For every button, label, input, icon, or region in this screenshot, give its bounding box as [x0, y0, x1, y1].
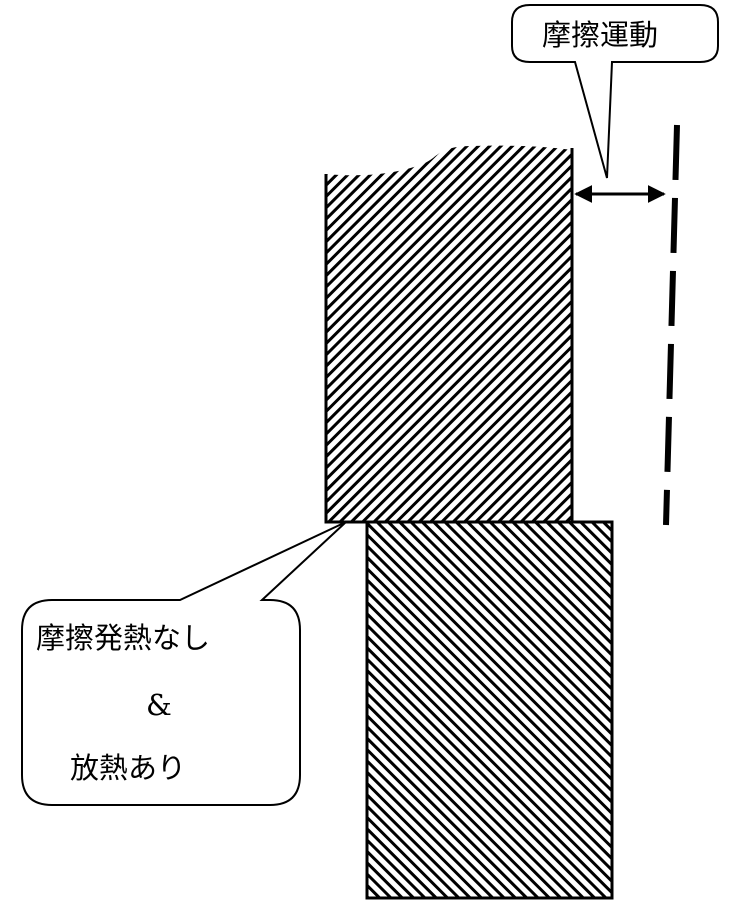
contact-callout-line3: 放熱あり [70, 751, 186, 785]
upper-block [326, 145, 572, 522]
lower-block [365, 520, 614, 900]
contact-callout-line2: & [146, 688, 172, 722]
motion-callout-bubble [511, 4, 719, 179]
contact-callout-line1: 摩擦発熱なし [36, 621, 210, 655]
dashed-reference-line [663, 124, 680, 526]
motion-callout-text: 摩擦運動 [542, 18, 658, 52]
upper-block-outline [324, 148, 574, 524]
contact-callout-bubble [21, 521, 347, 806]
